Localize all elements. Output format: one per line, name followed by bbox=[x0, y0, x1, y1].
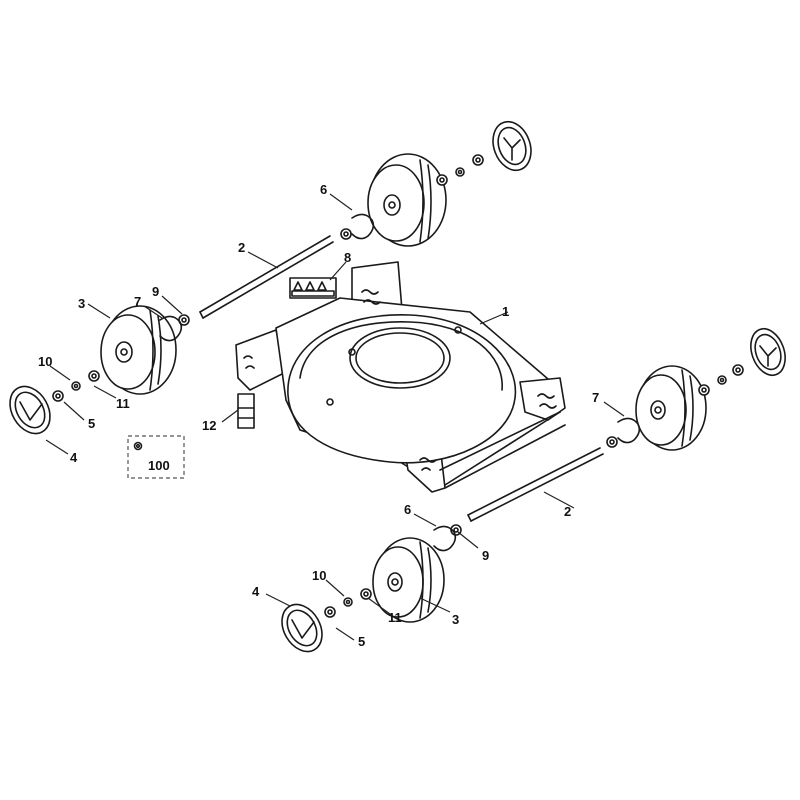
part-100-box bbox=[127, 435, 185, 479]
retaining-clips bbox=[159, 213, 641, 552]
callout-3-front: 3 bbox=[452, 612, 459, 627]
front-axle bbox=[467, 447, 604, 522]
callout-7-right: 7 bbox=[592, 390, 599, 405]
part-12-block bbox=[237, 393, 255, 429]
callout-2-front: 2 bbox=[564, 504, 571, 519]
mower-deck bbox=[235, 261, 566, 493]
callout-4-left: 4 bbox=[70, 450, 78, 465]
callout-9-front: 9 bbox=[482, 548, 489, 563]
callout-6-front: 6 bbox=[404, 502, 411, 517]
callout-11-front: 11 bbox=[388, 610, 402, 625]
warning-label bbox=[289, 277, 337, 299]
callout-9-left: 9 bbox=[152, 284, 159, 299]
callout-8: 8 bbox=[344, 250, 351, 265]
wheel-rear-right bbox=[367, 153, 447, 247]
hubcap-rear-right bbox=[492, 120, 532, 172]
callout-10-front: 10 bbox=[312, 568, 326, 583]
rear-axle bbox=[199, 235, 334, 319]
hubcap-right bbox=[750, 327, 786, 377]
callout-6-rear: 6 bbox=[320, 182, 327, 197]
wheel-right bbox=[635, 365, 707, 451]
wheel-left bbox=[100, 305, 177, 395]
callout-11-left: 11 bbox=[116, 396, 130, 411]
callout-1: 1 bbox=[502, 304, 509, 319]
callout-7-left: 7 bbox=[134, 294, 141, 309]
hubcap-left bbox=[9, 385, 51, 435]
callout-3-left: 3 bbox=[78, 296, 85, 311]
small-hardware bbox=[52, 154, 744, 618]
callout-100: 100 bbox=[148, 458, 170, 473]
callout-4-front: 4 bbox=[252, 584, 260, 599]
callout-5-left: 5 bbox=[88, 416, 95, 431]
callout-2-rear: 2 bbox=[238, 240, 245, 255]
callout-5-front: 5 bbox=[358, 634, 365, 649]
callout-12: 12 bbox=[202, 418, 216, 433]
leader-lines bbox=[45, 193, 625, 641]
callout-labels: 1 2 2 3 3 4 4 5 5 6 6 7 7 8 9 9 10 10 11… bbox=[38, 182, 599, 649]
callout-10-left: 10 bbox=[38, 354, 52, 369]
hubcap-front bbox=[281, 603, 323, 653]
